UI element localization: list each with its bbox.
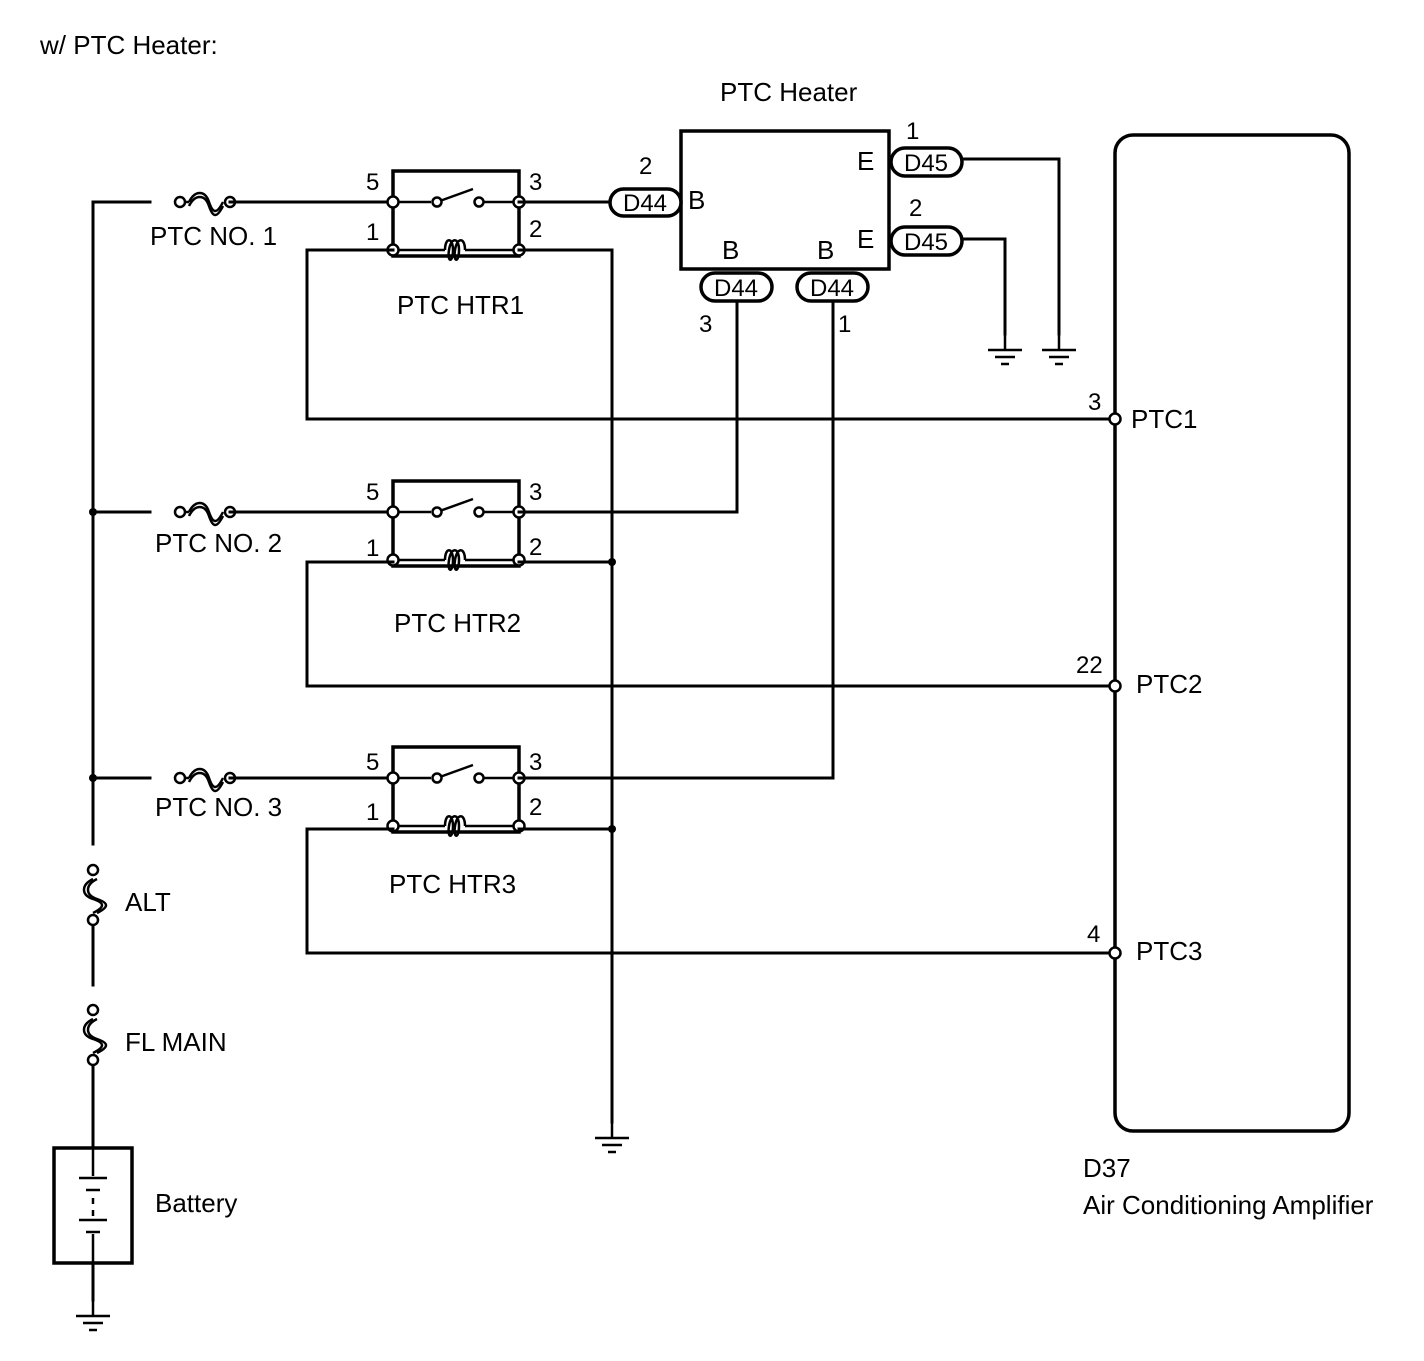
- relay-2-label: PTC HTR2: [394, 608, 521, 638]
- amp-name-label: Air Conditioning Amplifier: [1083, 1190, 1374, 1220]
- relay-3-pin5: 5: [366, 749, 379, 776]
- amp-connector-label: D37: [1083, 1153, 1131, 1183]
- relay-2-pin5: 5: [366, 479, 379, 506]
- heater-pin-e-bottom: E: [857, 224, 874, 254]
- relay-3-label: PTC HTR3: [389, 869, 516, 899]
- ac-amplifier: 3 PTC1 22 PTC2 4 PTC3 D37 Air Conditioni…: [1076, 133, 1374, 1220]
- relay-3-pin2: 2: [529, 794, 542, 821]
- relay-ptc-htr3: 5 3 1 2 PTC HTR3: [366, 745, 542, 899]
- relay-1-pin1: 1: [366, 219, 379, 246]
- heater-pin-b-bottom-1: B: [722, 235, 739, 265]
- fuse-ptc-no2-label: PTC NO. 2: [155, 528, 282, 558]
- battery-label: Battery: [155, 1188, 237, 1218]
- connector-d44-b-label: D44: [623, 190, 667, 217]
- relay-3-pin3: 3: [529, 749, 542, 776]
- battery: Battery: [52, 1146, 237, 1265]
- fuse-fl-main-label: FL MAIN: [125, 1027, 227, 1057]
- connector-d45-top-label: D45: [904, 150, 948, 177]
- relay-2-pin1: 1: [366, 535, 379, 562]
- amp-pin-ptc1: 3: [1088, 389, 1101, 416]
- relay-1-pin5: 5: [366, 169, 379, 196]
- fuse-ptc-no1-label: PTC NO. 1: [150, 221, 277, 251]
- amp-pin-ptc2: 22: [1076, 652, 1103, 679]
- coil-ground-icon: [593, 1120, 631, 1154]
- heater-feed-wires: [517, 200, 835, 780]
- d44-pin-right: 1: [838, 311, 851, 338]
- relay-3-pin1: 1: [366, 799, 379, 826]
- heater-ground-wires: [960, 157, 1061, 336]
- heater-pin-b-bottom-2: B: [817, 235, 834, 265]
- fuse-ptc-no3-label: PTC NO. 3: [155, 792, 282, 822]
- relay-1-label: PTC HTR1: [397, 290, 524, 320]
- heater-ground-icon-2: [1040, 332, 1078, 366]
- amp-label-ptc1: PTC1: [1131, 404, 1197, 434]
- fuse-ptc-no2: PTC NO. 2: [155, 501, 395, 558]
- relay-2-pin3: 3: [529, 479, 542, 506]
- relay-1-pin3: 3: [529, 169, 542, 196]
- amp-label-ptc3: PTC3: [1136, 936, 1202, 966]
- ptc-heater: PTC Heater B B B E E: [679, 77, 891, 271]
- fuse-fl-main: FL MAIN: [82, 1003, 227, 1067]
- relay-1-pin2: 2: [529, 216, 542, 243]
- connector-d44-right: D44 1: [795, 271, 870, 338]
- fuse-alt-label: ALT: [125, 887, 171, 917]
- fuse-alt: ALT: [82, 863, 171, 927]
- ptc-control-wires: [305, 248, 1112, 955]
- relay-ptc-htr2: 5 3 1 2 PTC HTR2: [366, 479, 542, 638]
- amp-pin-ptc3: 4: [1087, 921, 1100, 948]
- d44-pin-left: 3: [699, 311, 712, 338]
- d45-pin-bottom: 2: [909, 195, 922, 222]
- connector-d44-right-label: D44: [810, 275, 854, 302]
- connector-d44-left: D44 3: [699, 271, 774, 338]
- heater-pin-b-left: B: [688, 185, 705, 215]
- relay-ptc-htr1: 5 3 1 2 PTC HTR1: [366, 169, 542, 320]
- fuse-ptc-no3: PTC NO. 3: [155, 767, 395, 822]
- battery-ground-icon: [74, 1298, 112, 1332]
- d44-pin-top: 2: [639, 153, 652, 180]
- connector-d45-top: D45 1: [889, 118, 964, 178]
- battery-feed-wires: [89, 200, 152, 1302]
- connector-d45-bottom-label: D45: [904, 229, 948, 256]
- amp-label-ptc2: PTC2: [1136, 669, 1202, 699]
- ptc-heater-label: PTC Heater: [720, 77, 858, 107]
- connector-d45-bottom: D45 2: [889, 195, 964, 257]
- diagram-title: w/ PTC Heater:: [39, 30, 218, 60]
- relay-2-pin2: 2: [529, 534, 542, 561]
- heater-pin-e-top: E: [857, 146, 874, 176]
- connector-d44-b: D44 2: [608, 153, 683, 218]
- heater-ground-icon-1: [986, 332, 1024, 366]
- fuse-ptc-no1: PTC NO. 1: [150, 191, 395, 251]
- d45-pin-top: 1: [906, 118, 919, 145]
- connector-d44-left-label: D44: [714, 275, 758, 302]
